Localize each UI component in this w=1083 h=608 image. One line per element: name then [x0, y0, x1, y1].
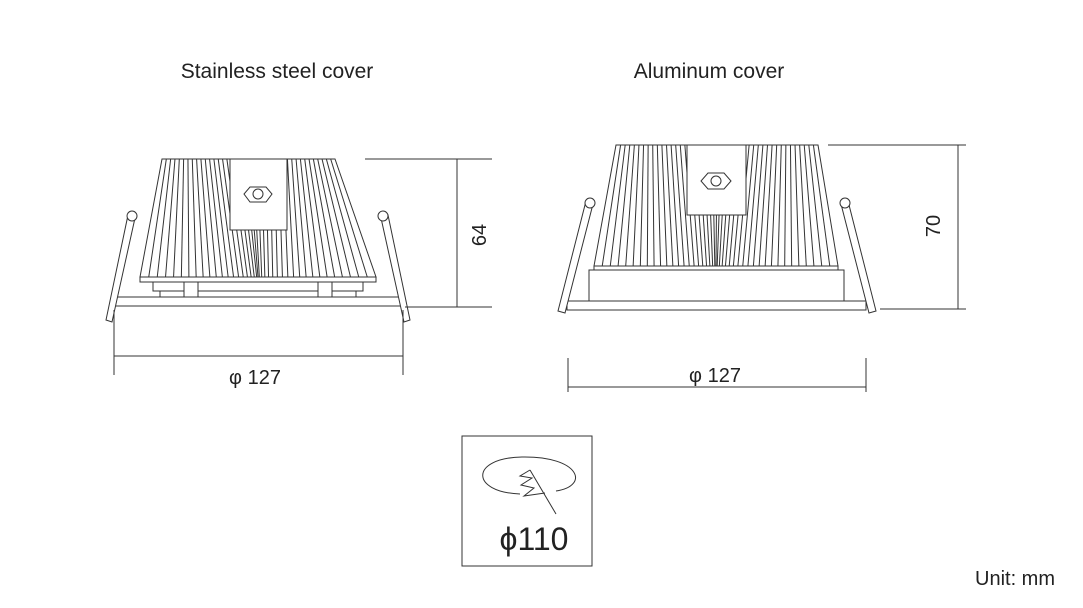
fin: [204, 158, 217, 278]
fin: [632, 144, 640, 267]
unit-label: Unit: mm: [975, 568, 1055, 590]
fin: [187, 158, 190, 278]
fin: [304, 158, 321, 278]
saw-cutout-icon: [482, 456, 576, 495]
height-label: 64: [469, 224, 491, 246]
fin: [777, 144, 782, 267]
fin: [656, 144, 662, 267]
fin: [794, 144, 800, 267]
fin: [286, 158, 295, 278]
fin: [747, 144, 759, 267]
fin: [808, 144, 823, 267]
fin: [670, 144, 680, 267]
title-stainless: Stainless steel cover: [181, 60, 374, 83]
fin: [625, 144, 635, 267]
fin: [758, 144, 768, 267]
fin: [675, 144, 685, 267]
fin: [617, 144, 631, 267]
fin: [180, 158, 185, 278]
fin: [812, 144, 831, 267]
fin: [196, 158, 204, 278]
fin: [752, 144, 764, 267]
title-aluminum: Aluminum cover: [634, 60, 785, 83]
fin: [784, 144, 787, 267]
aluminum-cover: [588, 269, 845, 302]
fin: [789, 144, 793, 267]
fin: [321, 158, 351, 278]
fin: [601, 144, 622, 267]
fin: [217, 158, 235, 278]
fin: [213, 158, 229, 278]
fin: [652, 144, 655, 267]
fin: [308, 158, 328, 278]
fin: [661, 144, 668, 267]
height-label: 70: [923, 215, 945, 237]
fin: [764, 144, 773, 267]
fin: [317, 158, 343, 278]
nut-icon: [243, 186, 273, 203]
fin: [799, 144, 807, 267]
fin: [770, 144, 778, 267]
fin: [646, 144, 649, 267]
fin: [291, 158, 301, 278]
fin: [165, 158, 176, 278]
fin: [803, 144, 815, 267]
fin: [156, 158, 172, 278]
aluminum-fixture: 70 φ 127: [557, 144, 966, 392]
diameter-label: φ 127: [229, 367, 281, 389]
fin: [200, 158, 211, 278]
fin: [639, 144, 645, 267]
fin: [325, 158, 360, 278]
cutout-label: ϕ110: [500, 521, 569, 557]
fin: [148, 158, 167, 278]
fin: [609, 144, 626, 267]
fin: [295, 158, 307, 278]
spring-clip-left: [557, 200, 594, 314]
fin: [191, 158, 197, 278]
fin: [679, 144, 690, 267]
stainless-fixture: 64 φ 127: [105, 158, 492, 389]
fin: [299, 158, 314, 278]
cutout-box: ϕ110: [461, 435, 593, 567]
fin: [742, 144, 755, 267]
fin: [209, 158, 223, 278]
diameter-label: φ 127: [689, 365, 741, 387]
fin: [173, 158, 180, 278]
fin: [666, 144, 674, 267]
nut-icon: [700, 172, 732, 190]
fin: [330, 158, 368, 278]
spring-clip-right: [840, 200, 877, 314]
fin: [312, 158, 336, 278]
